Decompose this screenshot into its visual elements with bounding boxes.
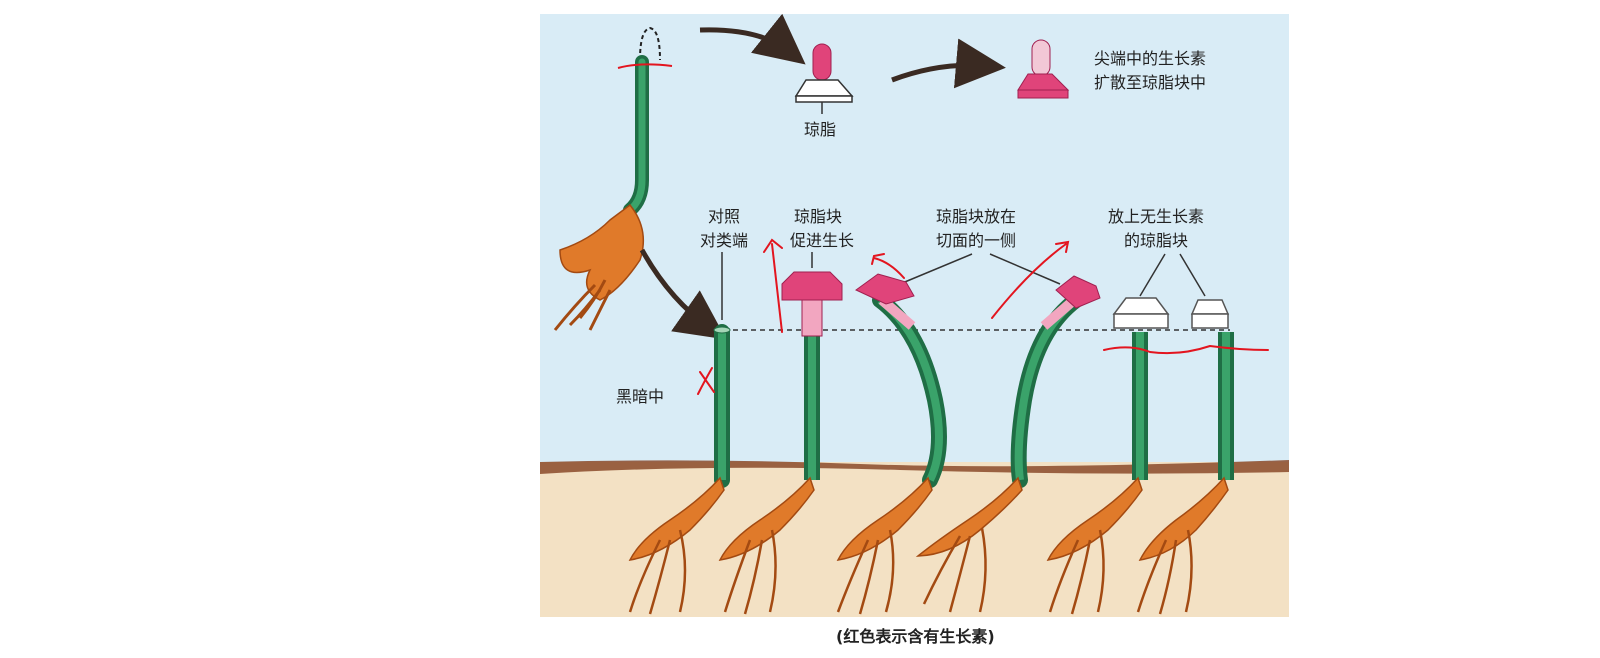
seedling-side-left (855, 273, 947, 488)
tip-diffuse-label-line1: 尖端中的生长素 (1094, 49, 1206, 68)
control-label-line1: 对照 (708, 207, 740, 226)
root-tendrils (628, 527, 1193, 615)
cut-seedling (553, 26, 673, 331)
diffused-agar-block (1017, 39, 1070, 99)
underline-annotation (1103, 344, 1269, 355)
noauxin-label-line2: 的琼脂块 (1124, 231, 1188, 250)
seedling-control (713, 324, 731, 488)
x-mark-annotation (697, 367, 715, 395)
sky-background (540, 14, 1289, 464)
left-arrow-annotation (871, 253, 905, 279)
arrow-to-experiments (639, 248, 727, 340)
control-label-line2: 对类端 (700, 231, 748, 250)
agar-label: 琼脂 (804, 120, 836, 139)
tip-on-agar (794, 43, 854, 114)
cut-mark-annotation (617, 63, 673, 69)
up-arrow-annotation (763, 238, 783, 333)
side-label-line2: 切面的一侧 (936, 231, 1016, 250)
arrow-to-agar (699, 13, 806, 65)
red-annotations (697, 238, 1269, 395)
promote-label-line1: 琼脂块 (794, 207, 842, 226)
noauxin-label-line1: 放上无生长素 (1108, 207, 1204, 226)
seedling-promote (781, 271, 843, 480)
side-label-line1: 琼脂块放在 (936, 207, 1016, 226)
right-arrow-annotation (991, 240, 1070, 319)
caption: (红色表示含有生长素) (836, 627, 995, 646)
seedling-noauxin-1 (1112, 297, 1170, 480)
roots (628, 476, 1229, 561)
seedling-noauxin-2 (1190, 299, 1234, 480)
promote-label-line2: 促进生长 (790, 231, 854, 250)
arrow-to-diffused (891, 38, 1006, 89)
tip-diffuse-label-line2: 扩散至琼脂块中 (1094, 73, 1206, 92)
dark-label: 黑暗中 (616, 387, 664, 406)
seedling-side-right (1010, 275, 1101, 488)
